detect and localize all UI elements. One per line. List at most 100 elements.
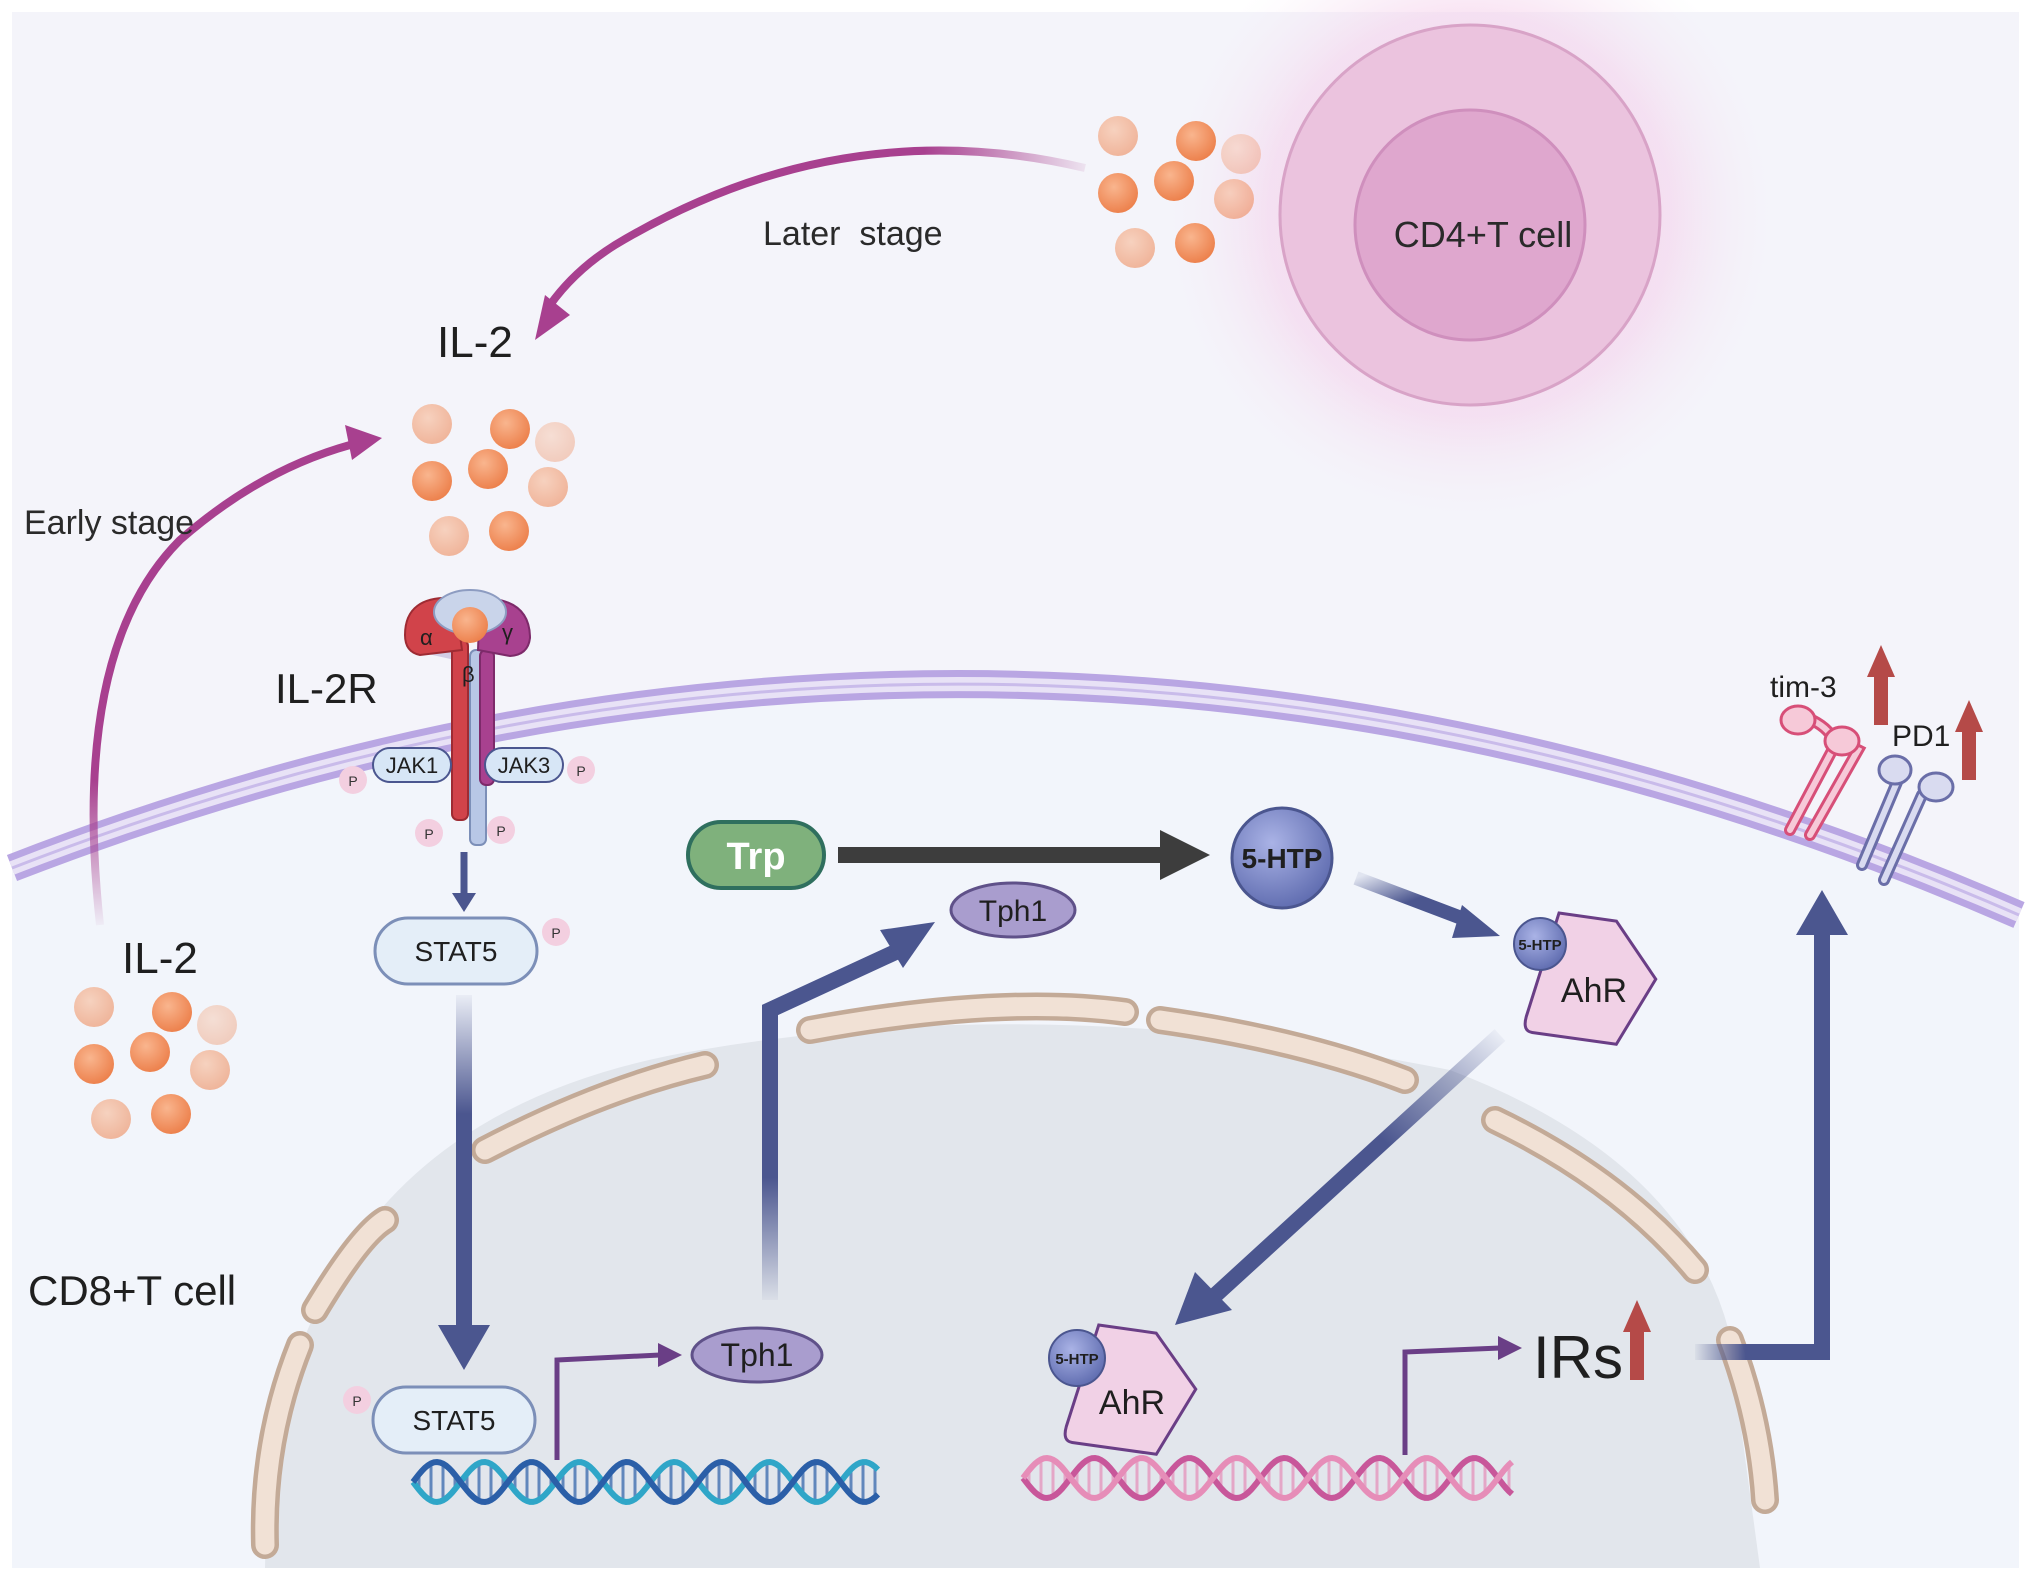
jak1-node: JAK1 <box>372 747 452 783</box>
early-stage-arrow <box>89 441 352 926</box>
transcription-arrow-irs <box>1402 1345 1501 1455</box>
dna-helix-icon-right <box>1020 1454 1515 1502</box>
il2-top-label: IL-2 <box>437 318 513 367</box>
il2-particle <box>74 1044 114 1084</box>
checkpoint-receptor-icon-tim3 <box>1779 704 1867 841</box>
tph1-nucleus-node: Tph1 <box>690 1326 824 1384</box>
il2-particle <box>1098 116 1138 156</box>
phospho-badge: P <box>567 756 595 784</box>
early-stage-label: Early stage <box>24 504 194 542</box>
receptor-to-stat5-arrowhead <box>452 893 476 912</box>
il2r-alpha-label: α <box>420 625 433 650</box>
up-arrow-icon-tim3 <box>1867 645 1895 725</box>
il2r-label: IL-2R <box>275 665 378 712</box>
il2-particle <box>1221 134 1261 174</box>
il2-particle-cluster-left <box>74 987 237 1139</box>
up-arrow-icon <box>1623 1300 1651 1380</box>
phospho-badge: P <box>339 766 367 794</box>
il2-particle <box>535 422 575 462</box>
cell-membrane <box>6 670 2025 928</box>
il2-particle <box>528 467 568 507</box>
svg-text:P: P <box>348 773 357 789</box>
il2-particle <box>1098 173 1138 213</box>
htp-to-ahr-arrowhead <box>1452 905 1500 938</box>
htp-to-ahr-arrow <box>1353 871 1475 929</box>
il2-particle <box>1175 223 1215 263</box>
il2-particle <box>429 516 469 556</box>
il2-particle <box>197 1005 237 1045</box>
dna-strand <box>1020 1454 1515 1502</box>
ahr-import-arrowhead <box>1175 1272 1232 1325</box>
transcription-arrowhead-irs <box>1498 1336 1522 1360</box>
phospho-badge: P <box>542 918 570 946</box>
tph1-export-arrow <box>762 942 904 1300</box>
svg-text:P: P <box>551 925 560 941</box>
phospho-badge: P <box>487 816 515 844</box>
jak1-label: JAK1 <box>386 753 439 778</box>
stat5-cyto-label: STAT5 <box>415 936 498 967</box>
il2-particle <box>151 1094 191 1134</box>
cd8-cell-label: CD8+T cell <box>28 1267 236 1314</box>
nucleus <box>265 1024 1760 1568</box>
irs-label: IRs <box>1533 1324 1623 1391</box>
dna-strand <box>1020 1454 1515 1502</box>
il2-particle <box>490 409 530 449</box>
jak3-node: JAK3 <box>484 747 564 783</box>
stat5-to-nucleus-arrow <box>456 995 472 1335</box>
transcription-arrowhead-tph1 <box>658 1343 682 1367</box>
htp-small-nucleus-label: 5-HTP <box>1055 1351 1098 1368</box>
tph1-export-arrowhead <box>880 922 935 968</box>
htp-large-label: 5-HTP <box>1242 843 1323 874</box>
nuclear-envelope <box>250 992 1779 1559</box>
il2-particle <box>489 511 529 551</box>
il2-particle <box>1214 179 1254 219</box>
il2-particle-cluster-top <box>1098 116 1261 268</box>
il2r-gamma-label: γ <box>502 620 513 645</box>
up-arrow-icon-pd1 <box>1955 700 1983 780</box>
trp-to-htp-arrow <box>838 847 1168 863</box>
il2-particle <box>190 1050 230 1090</box>
trp-to-htp-arrowhead <box>1160 830 1210 880</box>
tim3-label: tim-3 <box>1770 671 1837 704</box>
stat5-cytoplasm-node: STAT5 <box>373 916 539 986</box>
htp-small-cyto-label: 5-HTP <box>1518 937 1561 954</box>
svg-text:P: P <box>352 1393 361 1409</box>
il2-particle <box>91 1099 131 1139</box>
il2-receptor-icon: α β γ <box>403 589 532 846</box>
stat5-to-nucleus-arrowhead <box>438 1325 490 1370</box>
later-stage-arrow <box>546 146 1086 308</box>
ahr-cytoplasm-complex: 5-HTP AhR <box>1513 911 1658 1046</box>
later-stage-label: Later stage <box>763 215 943 253</box>
transcription-arrow-tph1 <box>554 1352 661 1460</box>
il2r-beta-label: β <box>462 662 475 687</box>
irs-to-membrane-arrowhead <box>1796 890 1848 935</box>
checkpoint-receptor-icon-pd1 <box>1856 754 1955 886</box>
il2-particle <box>130 1032 170 1072</box>
tph1-nucleus-label: Tph1 <box>721 1337 794 1373</box>
stat5-nucleus-label: STAT5 <box>413 1405 496 1436</box>
phospho-badge: P <box>415 819 443 847</box>
jak3-label: JAK3 <box>498 753 551 778</box>
il2-particle <box>412 404 452 444</box>
htp-large-node: 5-HTP <box>1230 806 1334 910</box>
il2-particle <box>1154 161 1194 201</box>
il2-particle <box>468 449 508 489</box>
il2-particle <box>1115 228 1155 268</box>
ahr-nucleus-complex: 5-HTP AhR <box>1048 1323 1198 1456</box>
tph1-cyto-label: Tph1 <box>979 895 1047 928</box>
il2-particle <box>1176 121 1216 161</box>
il2-particle <box>152 992 192 1032</box>
trp-label: Trp <box>726 836 785 878</box>
dna-helix-icon-left <box>410 1458 881 1506</box>
cd4-cell-label: CD4+T cell <box>1394 214 1572 255</box>
svg-text:P: P <box>496 823 505 839</box>
later-stage-arrowhead <box>535 295 570 340</box>
il2-particle <box>412 461 452 501</box>
phospho-badge: P <box>343 1386 371 1414</box>
dna-strand <box>410 1458 881 1506</box>
trp-node: Trp <box>686 820 826 890</box>
cd4-t-cell: CD4+T cell <box>1160 0 1780 525</box>
ahr-nucleus-label: AhR <box>1099 1384 1165 1422</box>
pd1-label: PD1 <box>1892 720 1950 753</box>
